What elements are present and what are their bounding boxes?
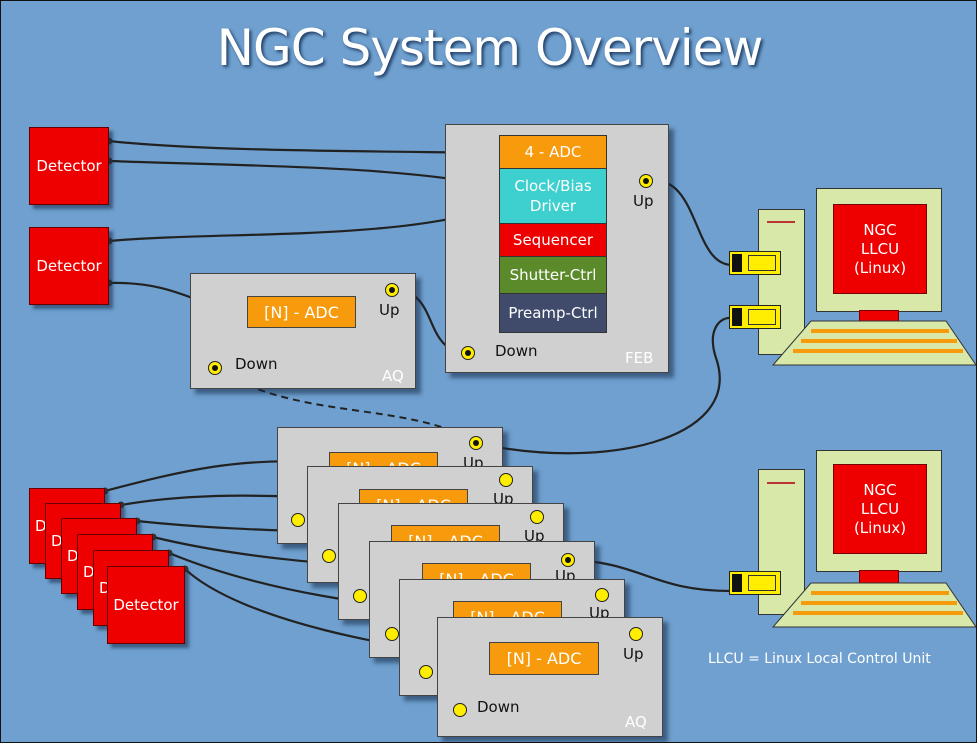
aq-stack-down-port-4[interactable] [353, 589, 367, 603]
aq-stack-up-port-4[interactable] [561, 553, 575, 567]
llcu-1-keyboard [771, 320, 976, 366]
aq-stack-down-port-3[interactable] [322, 549, 336, 563]
llcu-1-card-bottom [729, 305, 781, 329]
detector-2: Detector [29, 227, 109, 305]
feb-clock-bias-driver: Clock/Bias Driver [499, 168, 607, 224]
aq-main-tag: AQ [382, 367, 404, 385]
aq-stack-down-port-front[interactable] [453, 703, 467, 717]
detector-1: Detector [29, 127, 109, 205]
feb-preamp-ctrl: Preamp-Ctrl [499, 293, 607, 333]
feb-sequencer: Sequencer [499, 223, 607, 257]
aq-stack-adc-6: [N] - ADC [489, 642, 599, 675]
aq-main-up-label: Up [379, 301, 400, 319]
feb-sequencer-label: Sequencer [512, 231, 594, 249]
feb-shutter-ctrl: Shutter-Ctrl [499, 256, 607, 294]
llcu-1-drive-slot [767, 221, 795, 223]
llcu-1-screen-line3: (Linux) [853, 258, 907, 277]
llcu-1-screen: NGC LLCU (Linux) [833, 204, 927, 294]
llcu-1-screen-line2: LLCU [860, 239, 900, 258]
aq-stack-down-port-5[interactable] [385, 627, 399, 641]
llcu-2-drive-slot [767, 482, 795, 484]
feb-clock-bias-label-2: Driver [529, 197, 577, 215]
aq-stack-tag: AQ [625, 713, 647, 731]
llcu-1-tower [758, 209, 805, 355]
feb-tag: FEB [625, 349, 654, 367]
feb-down-port[interactable] [461, 346, 475, 360]
aq-box-main [190, 273, 416, 389]
aq-stack-adc-6-label: [N] - ADC [506, 649, 582, 668]
aq-stack-up-port-5[interactable] [595, 588, 609, 602]
aq-stack-up-port-2[interactable] [499, 473, 513, 487]
aq-main-up-port[interactable] [385, 283, 399, 297]
feb-up-label: Up [633, 192, 654, 210]
slide-title: NGC System Overview [216, 19, 764, 77]
aq-stack-down-port-2[interactable] [291, 513, 305, 527]
llcu-2-screen: NGC LLCU (Linux) [833, 464, 927, 554]
aq-stack-up-port-3[interactable] [530, 510, 544, 524]
detector-1-label: Detector [36, 157, 102, 175]
aq-main-adc: [N] - ADC [247, 296, 356, 328]
feb-4-adc-label: 4 - ADC [524, 143, 582, 161]
detector-stack-5-label: D [99, 579, 111, 597]
llcu-2-screen-line1: NGC [863, 480, 897, 499]
detector-stack-4-label: D [83, 563, 95, 581]
aq-stack-down-port-6[interactable] [419, 665, 433, 679]
aq-main-down-port[interactable] [208, 361, 222, 375]
aq-stack-down-label: Down [477, 698, 520, 716]
feb-up-port[interactable] [639, 174, 653, 188]
feb-down-label: Down [495, 342, 538, 360]
legend-text: LLCU = Linux Local Control Unit [708, 651, 931, 667]
detector-2-label: Detector [36, 257, 102, 275]
aq-stack-up-port-6[interactable] [629, 627, 643, 641]
aq-stack-up-label-6: Up [623, 645, 644, 663]
feb-4-adc: 4 - ADC [499, 135, 607, 169]
feb-shutter-label: Shutter-Ctrl [509, 266, 597, 284]
aq-stack-box-6 [437, 617, 663, 737]
aq-stack-up-label-3: Up [524, 527, 545, 545]
detector-stack-6-label: Detector [113, 596, 179, 614]
aq-stack-up-port-1[interactable] [469, 436, 483, 450]
aq-main-down-label: Down [235, 355, 278, 373]
llcu-2-keyboard [771, 582, 976, 628]
feb-clock-bias-label-1: Clock/Bias [514, 177, 592, 195]
llcu-2-screen-line3: (Linux) [853, 518, 907, 537]
llcu-1-screen-line1: NGC [863, 220, 897, 239]
detector-stack-2-label: D [51, 532, 63, 550]
aq-main-adc-label: [N] - ADC [264, 302, 339, 322]
llcu-2-screen-line2: LLCU [860, 499, 900, 518]
feb-preamp-label: Preamp-Ctrl [508, 304, 598, 322]
detector-stack-3-label: D [67, 547, 79, 565]
llcu-1-card-top [729, 251, 781, 275]
detector-stack-1-label: D [35, 517, 47, 535]
llcu-2-card [729, 571, 781, 595]
detector-stack-6: Detector [107, 566, 185, 644]
